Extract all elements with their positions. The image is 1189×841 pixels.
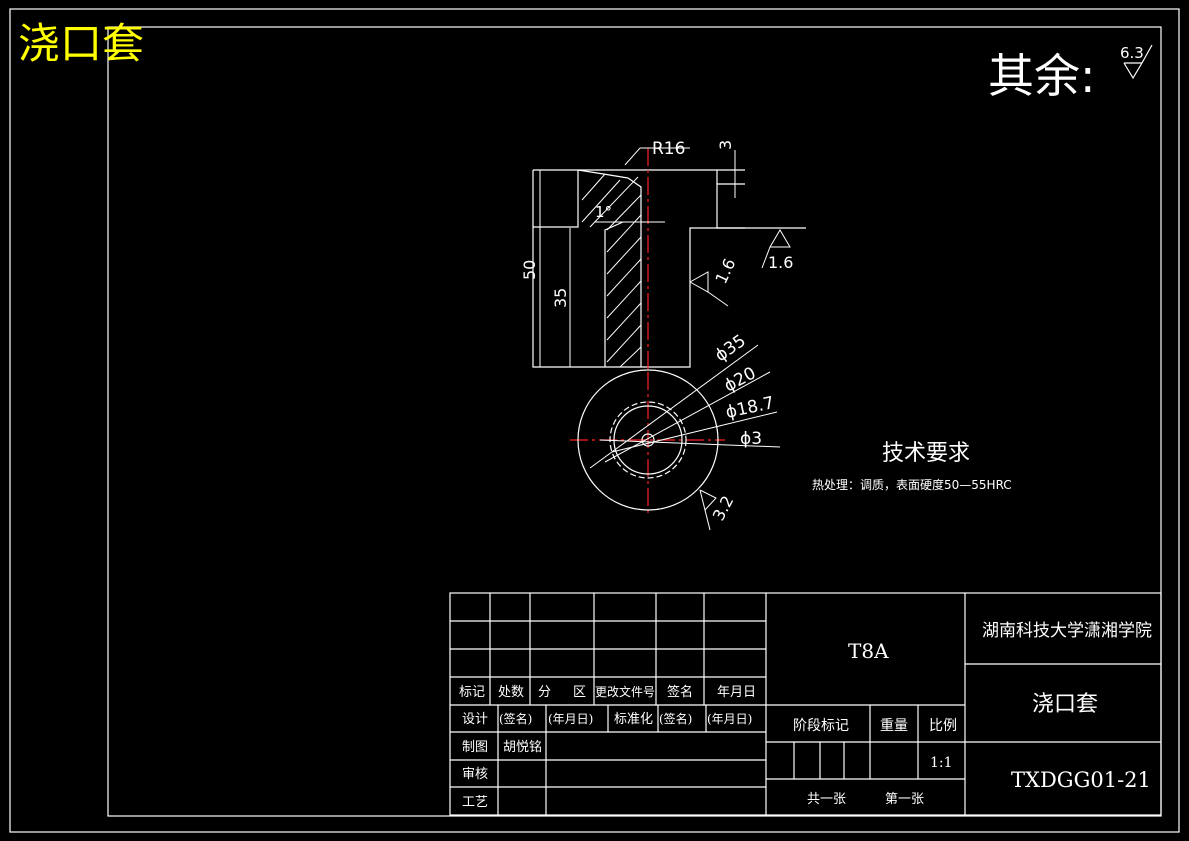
hdr-date: 年月日 <box>717 685 756 700</box>
roughness-symbol-bottom <box>699 489 717 531</box>
standard-label: 标准化 <box>614 712 653 727</box>
drawing-title: 浇口套 <box>18 19 144 68</box>
design-label: 设计 <box>462 712 488 727</box>
hdr-sign: 签名 <box>667 684 693 700</box>
rough-bottom-value: 3.2 <box>709 492 738 523</box>
plan-leaders <box>589 344 781 469</box>
design-sign: (签名) <box>499 711 532 726</box>
scale-value: 1:1 <box>930 755 953 771</box>
dim-d3: ϕ3 <box>740 429 762 449</box>
stage-mark: 阶段标记 <box>793 718 849 734</box>
surface-note-value: 6.3 <box>1120 44 1144 62</box>
material: T8A <box>848 639 889 663</box>
hdr-div: 分 <box>538 685 551 700</box>
section-dimensions <box>539 147 736 367</box>
sheet-number: 第一张 <box>885 792 924 807</box>
part-name: 浇口套 <box>1032 692 1098 717</box>
hdr-count: 处数 <box>498 685 524 700</box>
plan-view <box>577 369 719 511</box>
process-label: 工艺 <box>462 795 488 810</box>
rough-side-value: 1.6 <box>711 256 739 287</box>
scale-label: 比例 <box>929 718 957 734</box>
weight-label: 重量 <box>880 718 908 734</box>
title-block-design-row: 设计 (签名) (年月日) 标准化 (签名) (年月日) <box>462 711 752 727</box>
standard-date: (年月日) <box>707 712 752 726</box>
dim-angle: 1° <box>595 203 612 221</box>
roughness-symbol-general <box>1123 44 1153 80</box>
roughness-symbol-side <box>689 271 729 307</box>
dim-50: 50 <box>520 260 539 280</box>
design-date: (年月日) <box>548 712 593 726</box>
drawing-number: TXDGG01-21 <box>1011 768 1151 792</box>
surface-note-label: 其余: <box>988 49 1096 103</box>
hdr-mark: 标记 <box>459 685 485 700</box>
dim-r16: R16 <box>652 139 685 159</box>
roughness-symbol-top <box>761 229 791 269</box>
check-label: 审核 <box>462 767 488 782</box>
dim-d35: ϕ35 <box>711 331 749 366</box>
dim-35: 35 <box>551 288 570 308</box>
dim-3: 3 <box>716 140 735 150</box>
tech-heading: 技术要求 <box>882 441 970 466</box>
total-sheets: 共一张 <box>807 792 846 807</box>
section-view <box>532 169 806 368</box>
school-name: 湖南科技大学潇湘学院 <box>982 621 1152 641</box>
hdr-change: 更改文件号 <box>595 684 655 699</box>
tech-text: 热处理：调质，表面硬度50—55HRC <box>812 477 1012 492</box>
hdr-zone: 区 <box>573 685 586 700</box>
standard-sign: (签名) <box>659 711 692 726</box>
title-block <box>449 592 1162 816</box>
outer-frame <box>9 8 1180 833</box>
title-block-headers: 标记 处数 分 区 更改文件号 签名 年月日 <box>459 684 756 700</box>
drawing-border <box>107 26 1162 817</box>
rough-top-value: 1.6 <box>768 253 793 272</box>
draw-label: 制图 <box>462 740 488 755</box>
draw-name: 胡悦铭 <box>503 740 542 755</box>
